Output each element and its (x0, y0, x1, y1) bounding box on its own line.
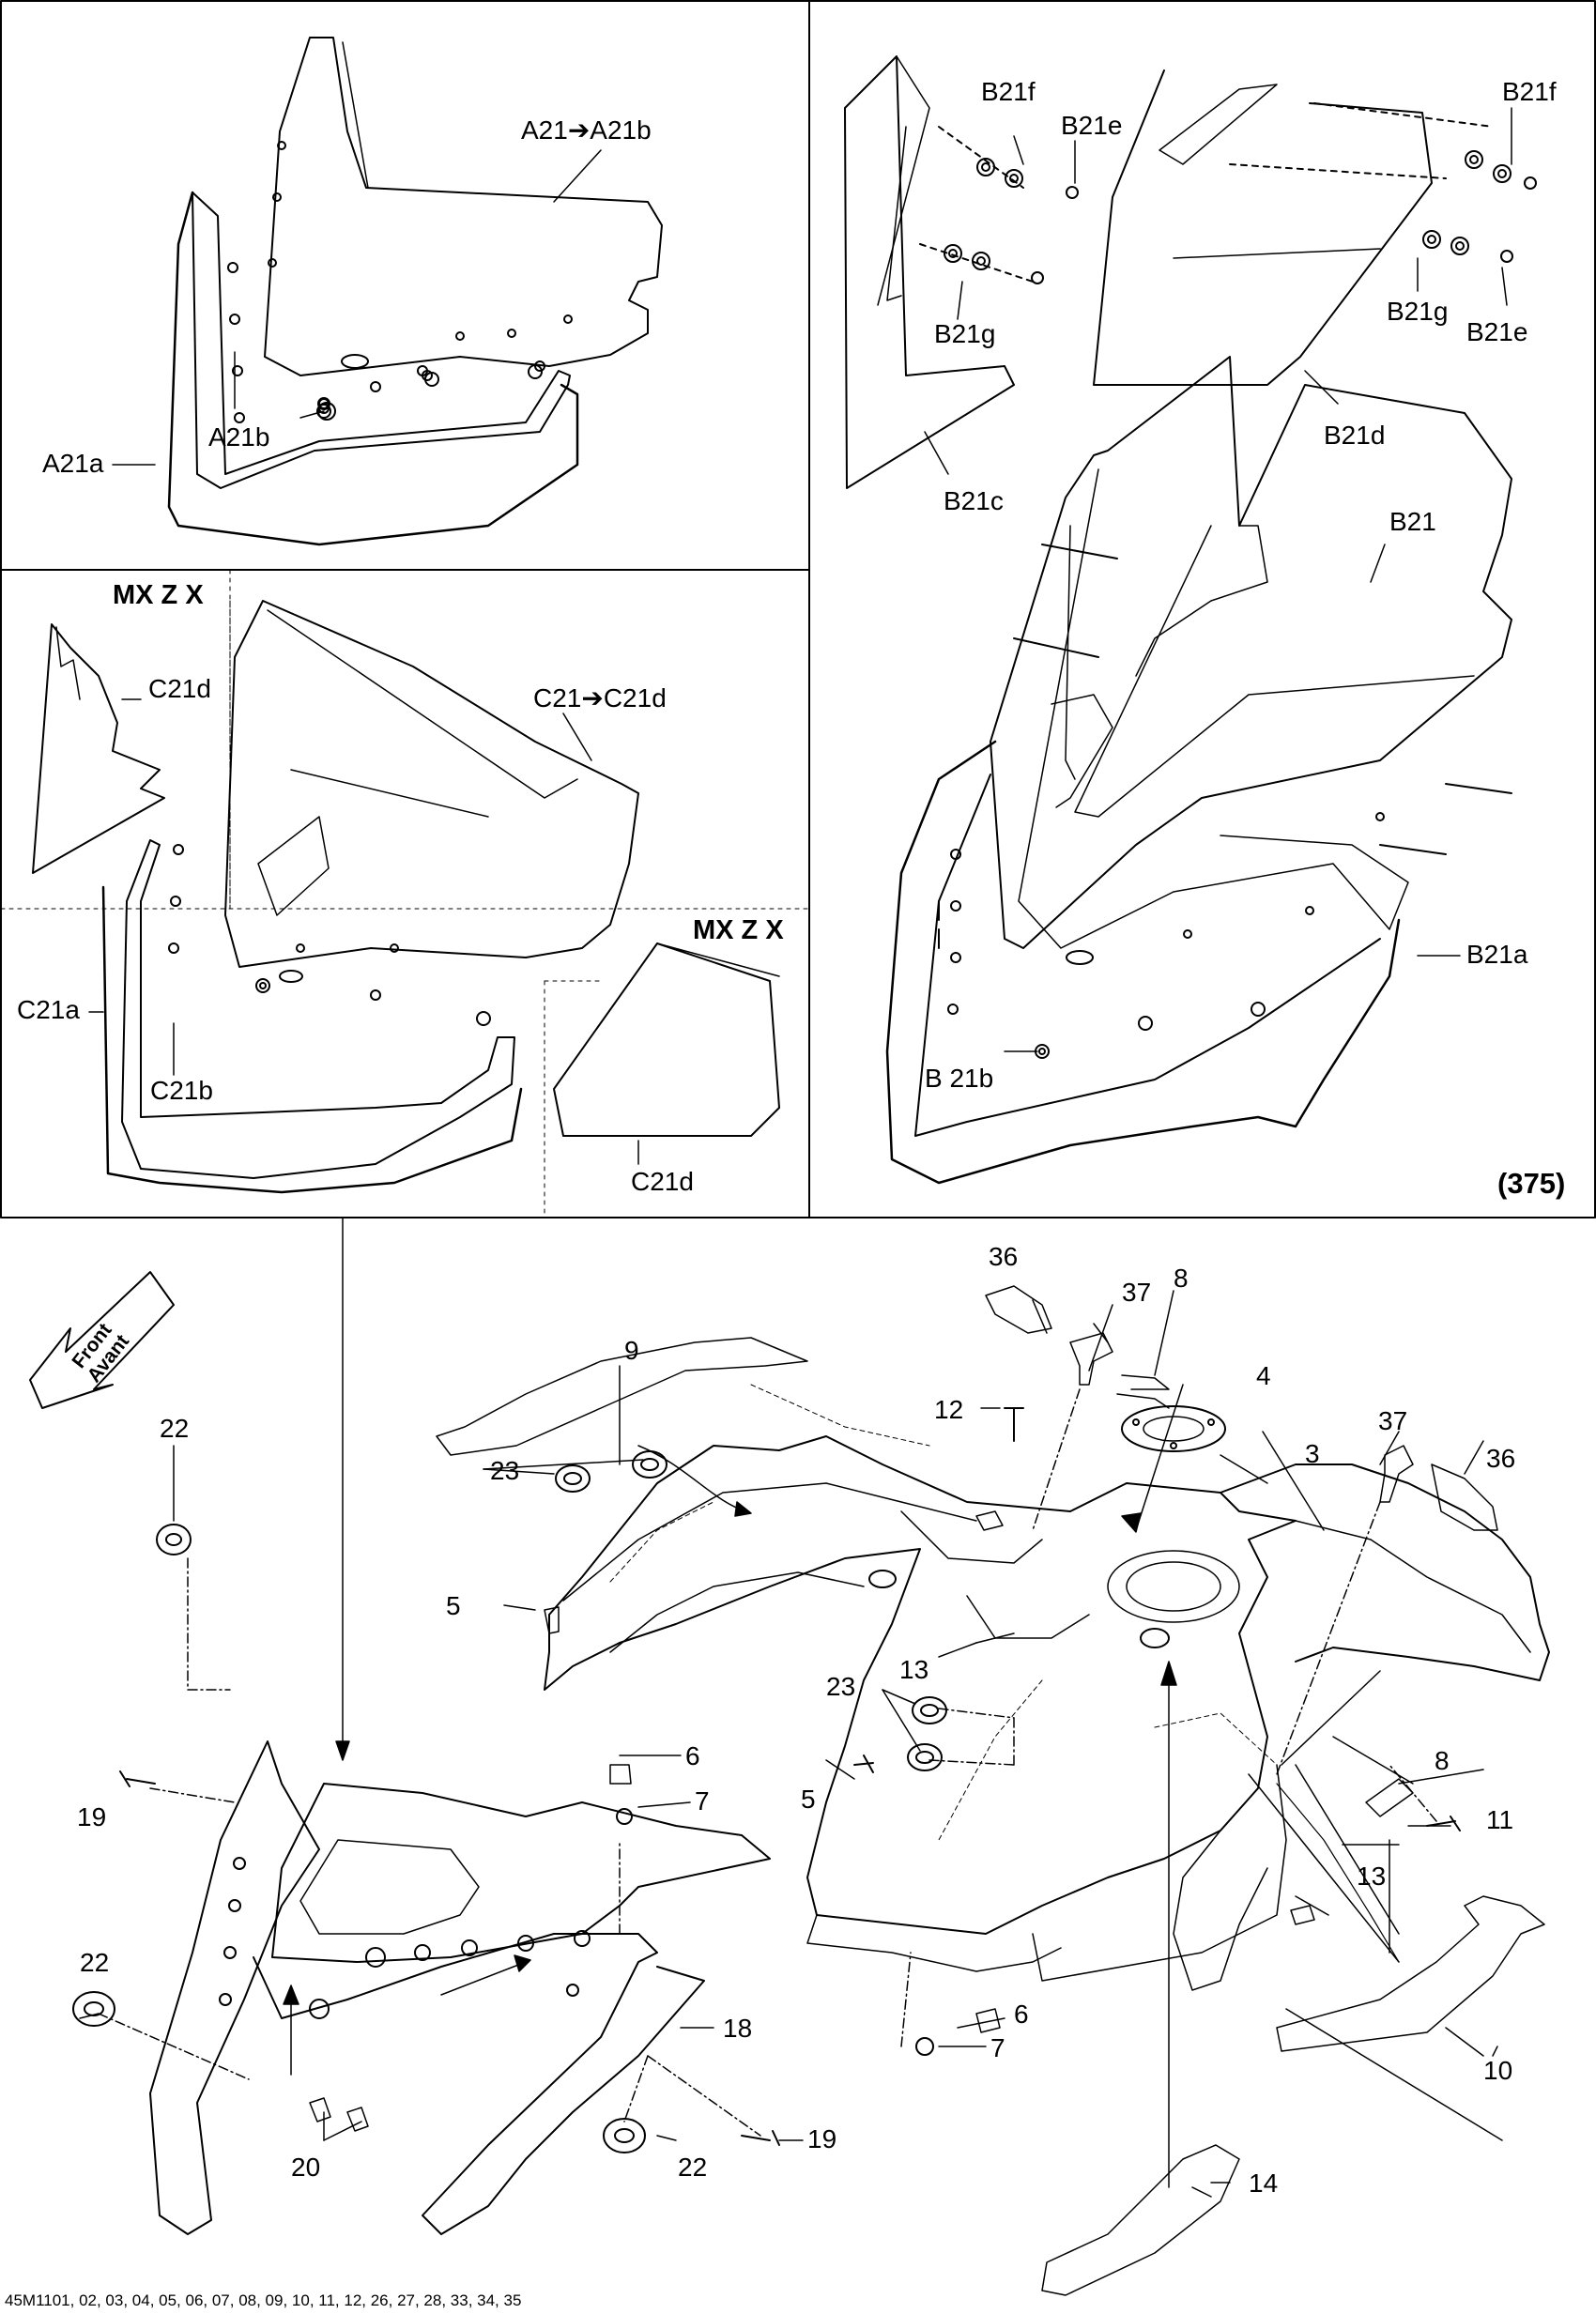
windshield-a21-drawing (167, 37, 663, 546)
callout-c21: C21➔C21d (533, 683, 667, 713)
callout-4: 4 (1256, 1361, 1271, 1390)
callout-10: 10 (1483, 2056, 1513, 2085)
callout-23-top: 23 (490, 1456, 520, 1485)
callout-7-bottom: 7 (990, 2033, 1005, 2062)
callout-37-top: 37 (1122, 1278, 1152, 1307)
main-leaders (79, 1217, 1503, 2198)
callout-14: 14 (1249, 2168, 1279, 2198)
callout-19-right: 19 (807, 2124, 837, 2153)
callout-c21d-bottom: C21d (631, 1167, 694, 1196)
callout-11: 11 (1486, 1805, 1514, 1834)
callout-a21: A21➔A21b (521, 115, 652, 145)
callout-b21b: B 21b (925, 1064, 994, 1093)
windshield-c21-drawing (32, 600, 780, 1194)
callout-36-top: 36 (989, 1242, 1019, 1271)
callout-8-right: 8 (1435, 1746, 1450, 1775)
model-label-right: MX Z X (693, 915, 784, 945)
callout-37-right: 37 (1378, 1406, 1408, 1435)
callout-b21c: B21c (944, 486, 1004, 515)
callout-b21d: B21d (1324, 421, 1386, 450)
callout-b21a: B21a (1466, 940, 1528, 969)
callout-9: 9 (624, 1336, 639, 1365)
callout-13-top: 13 (899, 1655, 929, 1684)
model-label-top: MX Z X (113, 580, 204, 610)
callout-b21f-left: B21f (981, 77, 1036, 106)
panel-frames (0, 0, 1596, 1218)
callout-22-top: 22 (160, 1414, 190, 1443)
callout-22-left: 22 (80, 1948, 110, 1977)
panel-a-leaders (112, 149, 602, 466)
callout-19-left: 19 (77, 1802, 107, 1831)
windshield-b21-drawing (844, 55, 1537, 1185)
callout-b21e-left: B21e (1061, 111, 1123, 140)
callout-a21a: A21a (42, 449, 104, 478)
footer-diagram-code: 45M1101, 02, 03, 04, 05, 06, 07, 08, 09,… (5, 2291, 522, 2309)
callout-b21g-right: B21g (1387, 297, 1449, 326)
callout-6-top: 6 (685, 1741, 700, 1770)
callout-8-top: 8 (1174, 1264, 1189, 1293)
callout-b21e-right: B21e (1466, 317, 1528, 346)
callout-6-bottom: 6 (1014, 2000, 1029, 2029)
front-arrow-shape (29, 1271, 175, 1409)
panel-c-leaders (88, 600, 639, 1165)
callout-3: 3 (1305, 1439, 1320, 1468)
callout-c21d-top: C21d (148, 674, 211, 703)
callout-36-right: 36 (1486, 1444, 1516, 1473)
callout-c21a: C21a (17, 995, 80, 1024)
callout-a21b: A21b (208, 422, 270, 452)
callout-23-mid: 23 (826, 1672, 856, 1701)
callout-13-right: 13 (1357, 1862, 1387, 1891)
callout-22-bottom: 22 (678, 2153, 708, 2182)
callout-b21f-right: B21f (1502, 77, 1557, 106)
callout-b21: B21 (1389, 507, 1436, 536)
callout-c21b: C21b (150, 1076, 213, 1105)
callout-20: 20 (291, 2153, 321, 2182)
hood-assembly-drawing (72, 1285, 1550, 2296)
page-reference: (375) (1497, 1167, 1566, 1200)
callout-7-top: 7 (695, 1786, 710, 1816)
callout-b21g-left: B21g (934, 319, 996, 348)
panel-b-leaders (924, 107, 1512, 1052)
callout-5-mid: 5 (801, 1785, 816, 1814)
callout-18: 18 (723, 2014, 753, 2043)
callout-12: 12 (934, 1395, 964, 1424)
callout-5-top: 5 (446, 1591, 461, 1620)
